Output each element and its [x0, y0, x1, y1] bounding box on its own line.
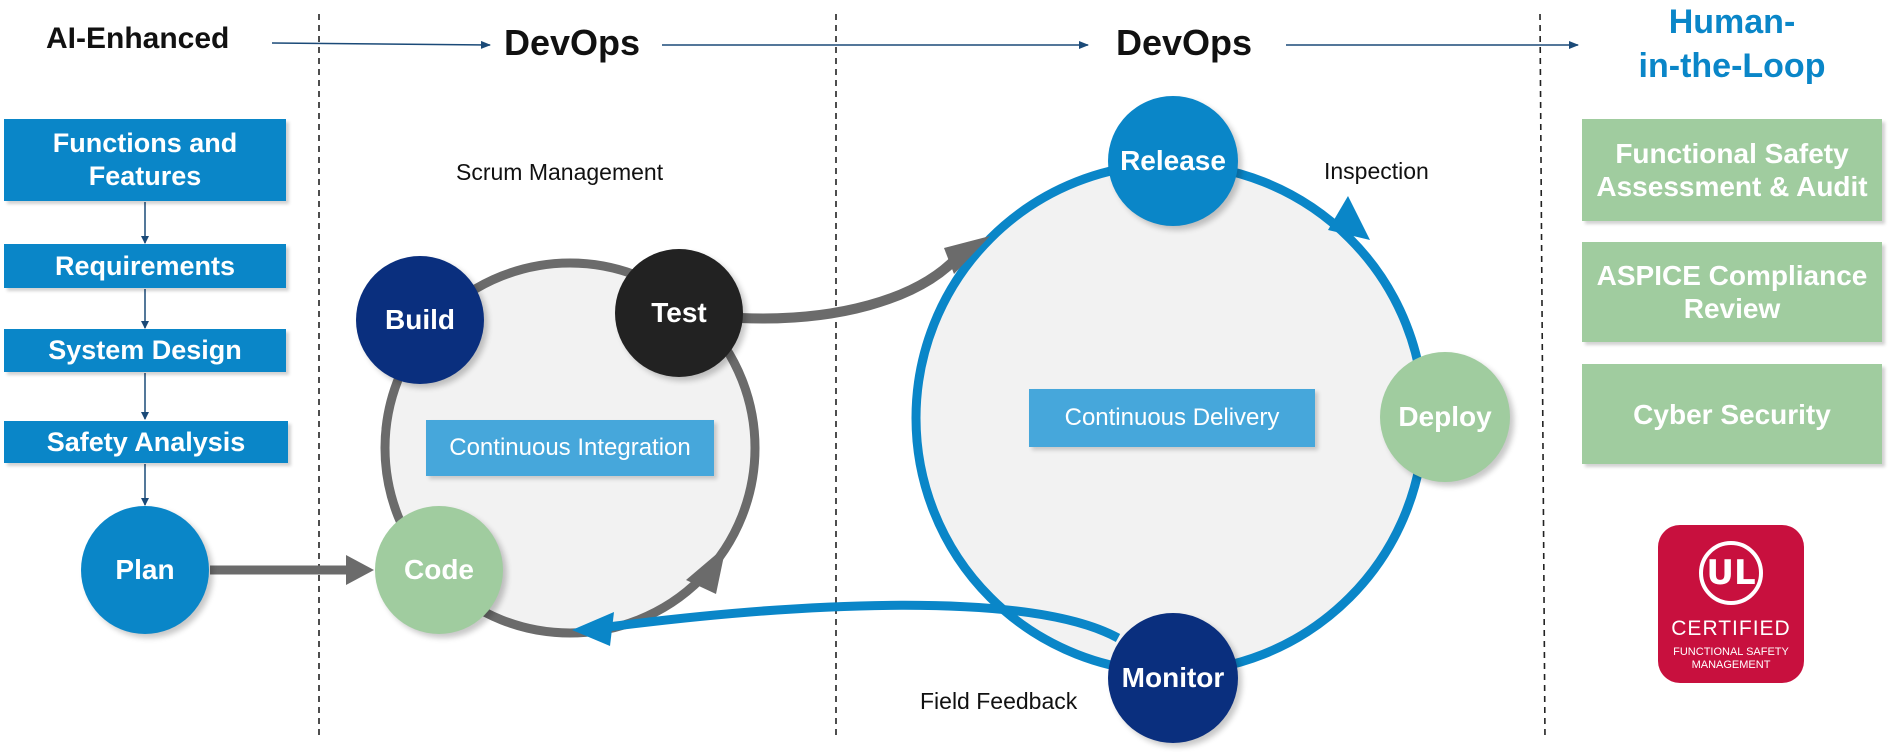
field-feedback-arrow	[599, 600, 1121, 642]
node-deploy: Deploy	[1380, 352, 1510, 482]
divider-3	[1539, 13, 1546, 741]
stage-devops-cd: DevOps	[1116, 22, 1253, 63]
step-requirements: Requirements	[4, 244, 286, 288]
test-to-release-arrow	[739, 248, 966, 324]
badge-title: CERTIFIED	[1671, 617, 1791, 640]
label-continuous-integration: Continuous Integration	[426, 420, 714, 476]
node-code: Code	[375, 506, 503, 634]
field-feedback-arrowhead	[572, 612, 614, 646]
stage-human-in-the-loop: Human- in-the-Loop	[1600, 0, 1864, 88]
note-scrum-management: Scrum Management	[456, 159, 664, 185]
stage-devops-ci: DevOps	[504, 22, 641, 63]
stage-human-line2: in-the-Loop	[1638, 47, 1826, 85]
ul-logo-icon: UL	[1699, 541, 1763, 605]
ul-certified-badge: UL CERTIFIED FUNCTIONAL SAFETY MANAGEMEN…	[1658, 525, 1804, 683]
ul-mark: UL	[1706, 553, 1756, 593]
test-to-release-arrowhead	[944, 236, 990, 274]
plan-to-code-arrowhead	[346, 555, 374, 585]
stage-human-line1: Human-	[1668, 3, 1796, 41]
review-aspice: ASPICE Compliance Review	[1582, 242, 1882, 342]
node-release: Release	[1108, 96, 1238, 226]
step-functions-and-features: Functions and Features	[4, 119, 286, 201]
step-safety-analysis: Safety Analysis	[4, 421, 288, 463]
note-field-feedback: Field Feedback	[920, 688, 1078, 714]
header-arrow-1	[271, 40, 491, 49]
review-functional-safety: Functional Safety Assessment & Audit	[1582, 119, 1882, 221]
node-test: Test	[615, 249, 743, 377]
ci-cycle-arrowhead	[686, 546, 726, 594]
node-build: Build	[356, 256, 484, 384]
node-plan: Plan	[81, 506, 209, 634]
label-continuous-delivery: Continuous Delivery	[1029, 389, 1315, 447]
cd-cycle-arrowhead	[1328, 196, 1370, 240]
node-monitor: Monitor	[1108, 613, 1238, 743]
review-cyber-security: Cyber Security	[1582, 364, 1882, 464]
stage-ai-enhanced: AI-Enhanced	[46, 22, 230, 55]
note-inspection: Inspection	[1324, 158, 1429, 184]
badge-subtitle: FUNCTIONAL SAFETY MANAGEMENT	[1673, 646, 1789, 671]
step-system-design: System Design	[4, 329, 286, 372]
